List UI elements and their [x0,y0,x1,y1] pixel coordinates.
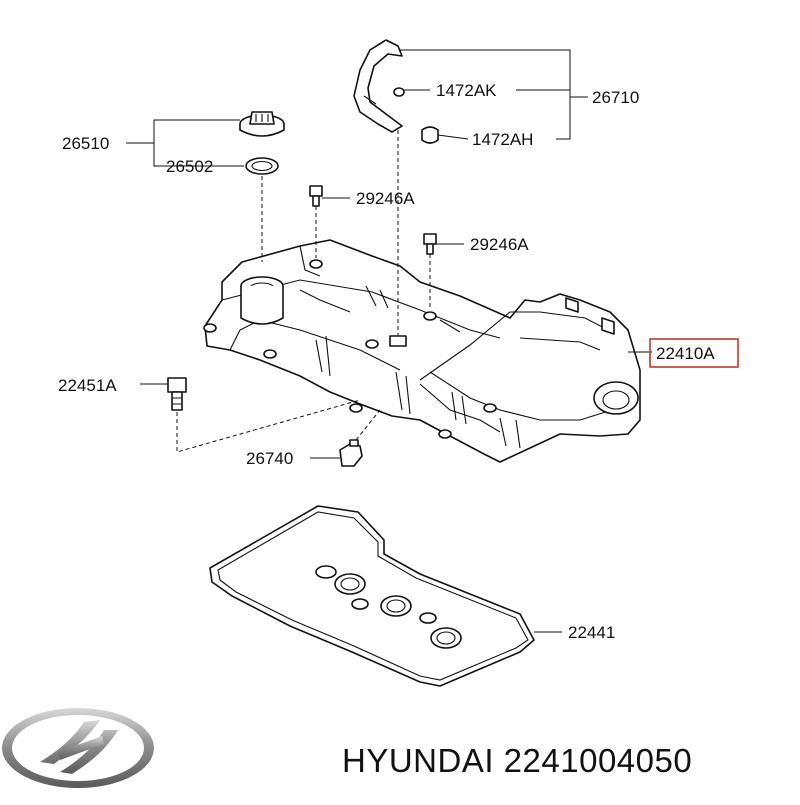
bracket-26710-top [400,49,571,91]
oil-filler-cap [239,111,285,137]
filler-cap-gasket [245,157,279,175]
callout-26710: 26710 [592,88,639,107]
highlight-box-22410a [649,338,739,368]
callout-26502: 26502 [166,157,213,176]
callout-29246a-2: 29246A [470,235,529,254]
callout-22451a: 22451A [58,376,117,395]
breather-hose [353,39,439,144]
pcv-port [389,335,407,347]
valve-cover-gasket [209,505,535,687]
callout-26740: 26740 [246,449,293,468]
bolt-29246a-2 [423,233,437,255]
bracket-26710-bottom [556,90,571,140]
callout-29246a-1: 29246A [356,189,415,208]
callout-22410a: 22410A [656,344,715,363]
brand-part-number: HYUNDAI 2241004050 [342,742,692,779]
valve-cover [203,239,641,463]
dash-22451a [176,399,361,453]
bolt-22451a [167,377,187,411]
pcv-valve [339,439,363,467]
bolt-29246a-1 [309,185,323,207]
callout-1472ak: 1472AK [436,81,497,100]
bracket-26510-top [153,119,240,143]
dash-26740 [355,409,381,441]
callout-26510: 26510 [62,134,109,153]
callout-1472ah: 1472AH [472,130,533,149]
hyundai-logo-icon [2,708,154,788]
leader-1472ah [437,134,469,140]
callout-22441: 22441 [568,623,615,642]
bracket-26510-bottom [153,143,244,167]
